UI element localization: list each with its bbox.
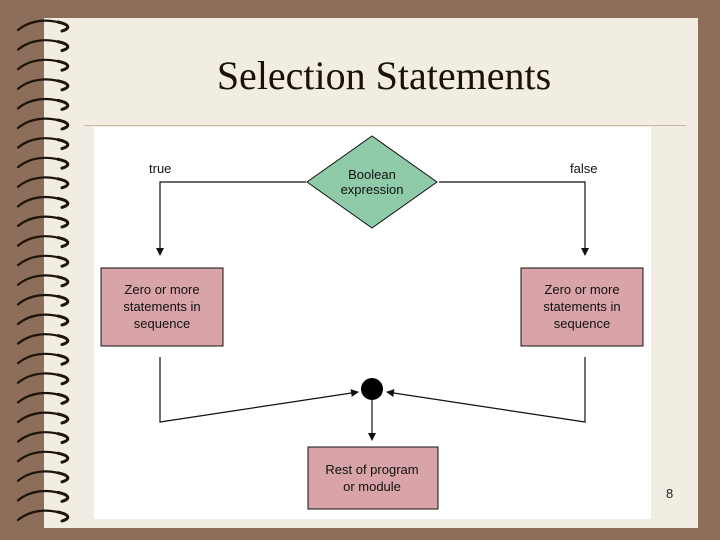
spiral-ring [16,411,70,425]
true-label: true [149,161,171,176]
connector-true [156,181,306,256]
false-branch-box: Zero or more statements in sequence [520,267,644,347]
spiral-ring [16,254,70,268]
spiral-ring [16,78,70,92]
false-branch-line2: statements in [543,299,620,314]
spiral-ring [16,313,70,327]
spiral-ring [16,333,70,347]
spiral-binding [16,19,70,523]
decision-diamond: Boolean expression [306,135,438,229]
spiral-ring [16,97,70,111]
decision-text-line2: expression [341,182,404,197]
spiral-ring [16,352,70,366]
true-branch-line3: sequence [134,316,190,331]
spiral-ring [16,293,70,307]
spiral-ring [16,372,70,386]
spiral-ring [16,470,70,484]
false-branch-line1: Zero or more [544,282,619,297]
rest-of-program-box: Rest of program or module [307,446,439,510]
spiral-ring [16,509,70,523]
decision-text-line1: Boolean [348,167,396,182]
spiral-ring [16,195,70,209]
true-branch-line1: Zero or more [124,282,199,297]
page-number: 8 [666,486,674,501]
false-label: false [570,161,597,176]
spiral-ring [16,450,70,464]
connector-merge-left [159,357,359,423]
spiral-ring [16,58,70,72]
rest-of-program-line2: or module [343,479,401,494]
true-branch-box: Zero or more statements in sequence [100,267,224,347]
connector-merge-right [386,357,586,423]
merge-point [361,378,383,400]
rest-of-program-line1: Rest of program [325,462,418,477]
spiral-ring [16,19,70,33]
spiral-ring [16,391,70,405]
spiral-ring [16,235,70,249]
title-divider [84,125,686,126]
spiral-ring [16,274,70,288]
true-branch-line2: statements in [123,299,200,314]
false-branch-line3: sequence [554,316,610,331]
flowchart: true false Boolean expression Zero or mo… [94,127,651,519]
spiral-ring [16,156,70,170]
spiral-ring [16,137,70,151]
spiral-ring [16,215,70,229]
spiral-ring [16,431,70,445]
spiral-ring [16,39,70,53]
spiral-ring [16,117,70,131]
spiral-ring [16,489,70,503]
spiral-ring [16,176,70,190]
connector-false [439,181,589,256]
slide-title: Selection Statements [216,53,552,98]
